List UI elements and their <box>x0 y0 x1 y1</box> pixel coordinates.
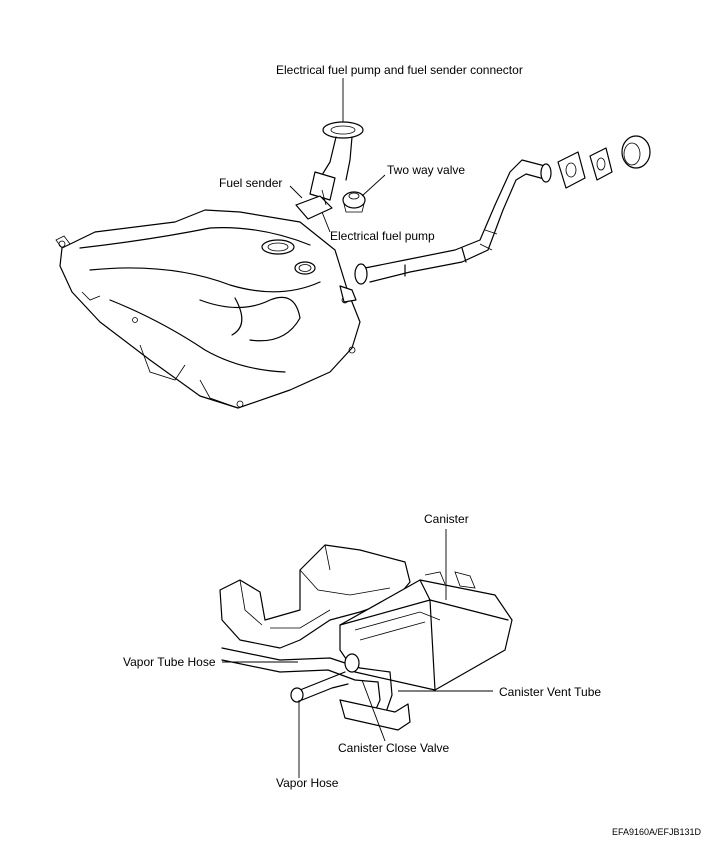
label-canister-vent-tube: Canister Vent Tube <box>499 685 602 699</box>
label-fuel-pump: Electrical fuel pump <box>330 229 435 243</box>
label-vapor-tube-hose: Vapor Tube Hose <box>123 655 216 669</box>
label-pump-connector: Electrical fuel pump and fuel sender con… <box>276 63 523 77</box>
bottom-leader-lines <box>222 529 493 778</box>
canister <box>339 571 513 691</box>
fuel-pump-sender-assembly <box>295 121 364 220</box>
filler-hose <box>354 159 552 285</box>
top-leader-lines <box>289 78 386 233</box>
two-way-valve <box>342 191 366 213</box>
canister-bracket <box>219 544 411 649</box>
figure-reference: EFA9160A/EFJB131D <box>611 827 701 837</box>
label-canister-close-valve: Canister Close Valve <box>338 741 450 755</box>
label-vapor-hose: Vapor Hose <box>276 776 339 790</box>
label-two-way-valve: Two way valve <box>387 163 466 177</box>
fuel-tank <box>55 209 361 409</box>
label-fuel-sender: Fuel sender <box>219 176 283 190</box>
filler-cap-parts <box>557 135 651 189</box>
label-canister: Canister <box>424 512 469 526</box>
